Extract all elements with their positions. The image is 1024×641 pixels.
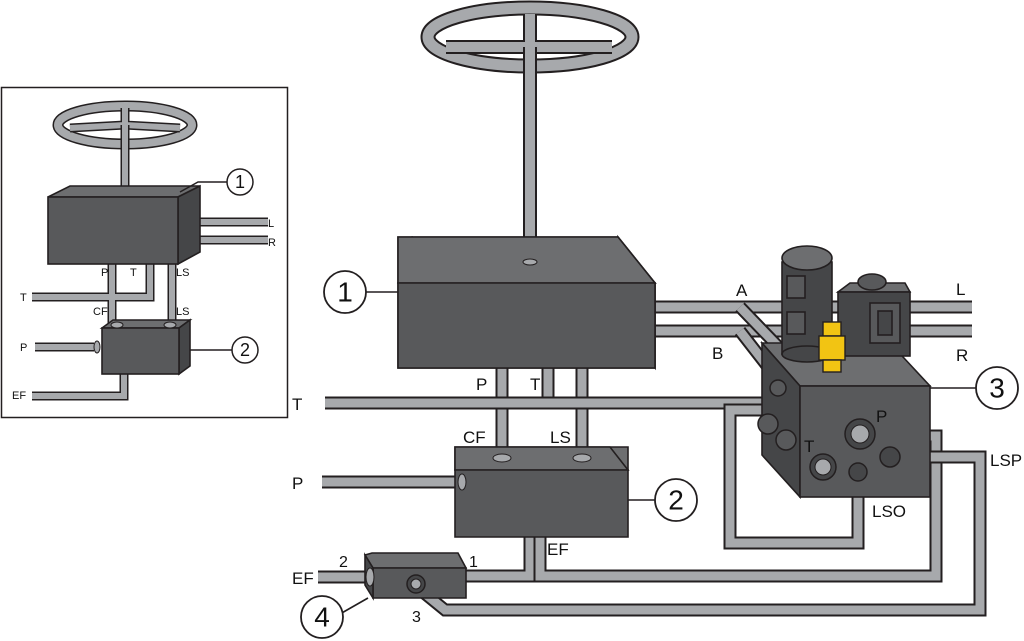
inset-label-l: L xyxy=(268,218,274,230)
main-priority-valve xyxy=(454,446,630,538)
inset-label-ls-top: LS xyxy=(176,267,189,279)
inset-label-p-top: P xyxy=(101,267,108,279)
main-label-valve-t: T xyxy=(804,437,814,456)
inset-label-t-top: T xyxy=(130,267,137,279)
inset-callout-2 xyxy=(231,336,259,364)
main-label-port-1: 1 xyxy=(469,554,478,571)
main-label-lso: LSO xyxy=(872,502,906,521)
inset-steering-unit xyxy=(47,184,201,266)
main-callout-3 xyxy=(975,366,1019,410)
main-callout-4-label: 4 xyxy=(314,602,330,633)
main-label-l: L xyxy=(956,280,965,299)
main-diagram: 1 2 3 4 A B L R P T T CF LS P EF EF 2 1 … xyxy=(292,0,1022,639)
main-label-a: A xyxy=(736,281,748,300)
main-label-port-3: 3 xyxy=(412,609,421,626)
main-label-ef-port: EF xyxy=(292,569,314,588)
main-callout-2 xyxy=(654,478,698,522)
inset-label-ef: EF xyxy=(12,390,26,402)
inset-label-cf: CF xyxy=(93,306,108,318)
inset-callout-2-label: 2 xyxy=(240,340,250,360)
main-label-t-line: T xyxy=(292,395,302,414)
inset-label-r: R xyxy=(268,237,276,249)
main-steering-unit xyxy=(396,234,657,371)
main-label-p-top: P xyxy=(476,375,487,394)
inset-callout-1-label: 1 xyxy=(235,172,245,192)
inset-label-p-side: P xyxy=(20,342,27,354)
main-label-b: B xyxy=(712,344,723,363)
inset-label-t-side: T xyxy=(20,292,27,304)
main-solenoid-coil-right xyxy=(835,273,912,357)
main-label-cf: CF xyxy=(463,428,486,447)
main-label-t-top: T xyxy=(530,375,540,394)
inset-pipes xyxy=(32,217,268,401)
main-label-ls: LS xyxy=(550,428,571,447)
inset-priority-valve xyxy=(93,318,193,376)
main-callout-4 xyxy=(300,595,344,639)
inset-callout-1 xyxy=(226,168,254,196)
main-callout-2-label: 2 xyxy=(668,485,684,516)
inset-diagram: 1 2 L R P T LS T CF LS P EF xyxy=(0,86,289,419)
main-shuttle-valve xyxy=(363,552,468,601)
main-callout-1-label: 1 xyxy=(337,277,353,308)
main-label-p-line: P xyxy=(292,474,303,493)
main-label-ef-block: EF xyxy=(547,540,569,559)
main-relief-fitting xyxy=(818,321,846,373)
inset-label-ls: LS xyxy=(176,306,189,318)
main-callout-1 xyxy=(323,270,367,314)
main-control-valve xyxy=(757,340,932,500)
main-label-valve-p: P xyxy=(876,407,887,426)
main-label-lsp: LSP xyxy=(990,451,1022,470)
main-callout-3-label: 3 xyxy=(989,373,1005,404)
main-label-port-2: 2 xyxy=(339,554,348,571)
main-steering-wheel xyxy=(420,0,640,262)
main-label-r: R xyxy=(956,346,968,365)
